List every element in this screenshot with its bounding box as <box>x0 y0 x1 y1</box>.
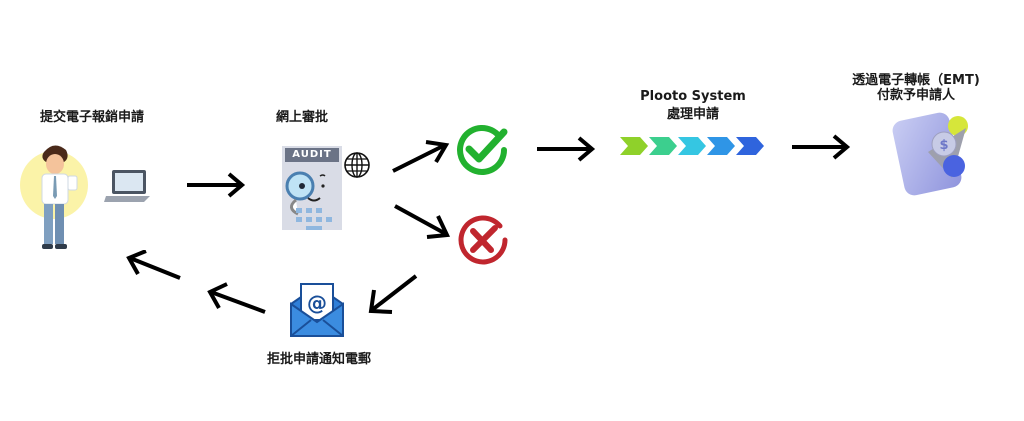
rejected-x-icon <box>458 215 508 265</box>
arrow-approved-to-process <box>537 136 596 162</box>
globe-icon <box>344 152 370 178</box>
arrow-back-to-applicant <box>126 250 181 280</box>
process-chevrons <box>620 137 764 155</box>
arrow-review-to-approved <box>392 140 450 173</box>
email-icon: @ <box>287 280 347 340</box>
process-chevron-5 <box>736 137 764 155</box>
audit-badge: AUDIT <box>285 148 339 162</box>
submit-label: 提交電子報銷申請 <box>40 110 145 125</box>
arrow-rejected-to-email <box>368 274 418 314</box>
at-symbol: @ <box>307 291 327 315</box>
payment-label-line1: 透過電子轉帳（EMT) <box>852 73 980 88</box>
process-label-line1: Plooto System <box>640 89 746 104</box>
mobile-payment-icon: $ <box>888 108 978 198</box>
currency-symbol: $ <box>939 138 948 153</box>
approved-check-icon <box>457 124 508 175</box>
process-chevron-1 <box>620 137 648 155</box>
process-label-line2: 處理申請 <box>666 107 719 122</box>
process-chevron-4 <box>707 137 735 155</box>
arrow-submit-to-review <box>187 172 246 198</box>
payment-label-line2: 付款予申請人 <box>876 88 955 103</box>
arrow-review-to-rejected <box>394 204 451 239</box>
audit-document-icon: AUDIT <box>282 146 342 230</box>
laptop-icon <box>104 170 150 202</box>
applicant-illustration <box>18 140 153 260</box>
process-chevron-2 <box>649 137 677 155</box>
arrow-email-to-left <box>207 282 266 314</box>
arrow-process-to-payment <box>792 134 851 160</box>
review-label: 網上審批 <box>276 110 329 125</box>
magnifier-icon <box>285 171 315 216</box>
rejection-email-label: 拒批申請通知電郵 <box>266 352 371 367</box>
person-icon <box>41 145 78 249</box>
process-chevron-3 <box>678 137 706 155</box>
